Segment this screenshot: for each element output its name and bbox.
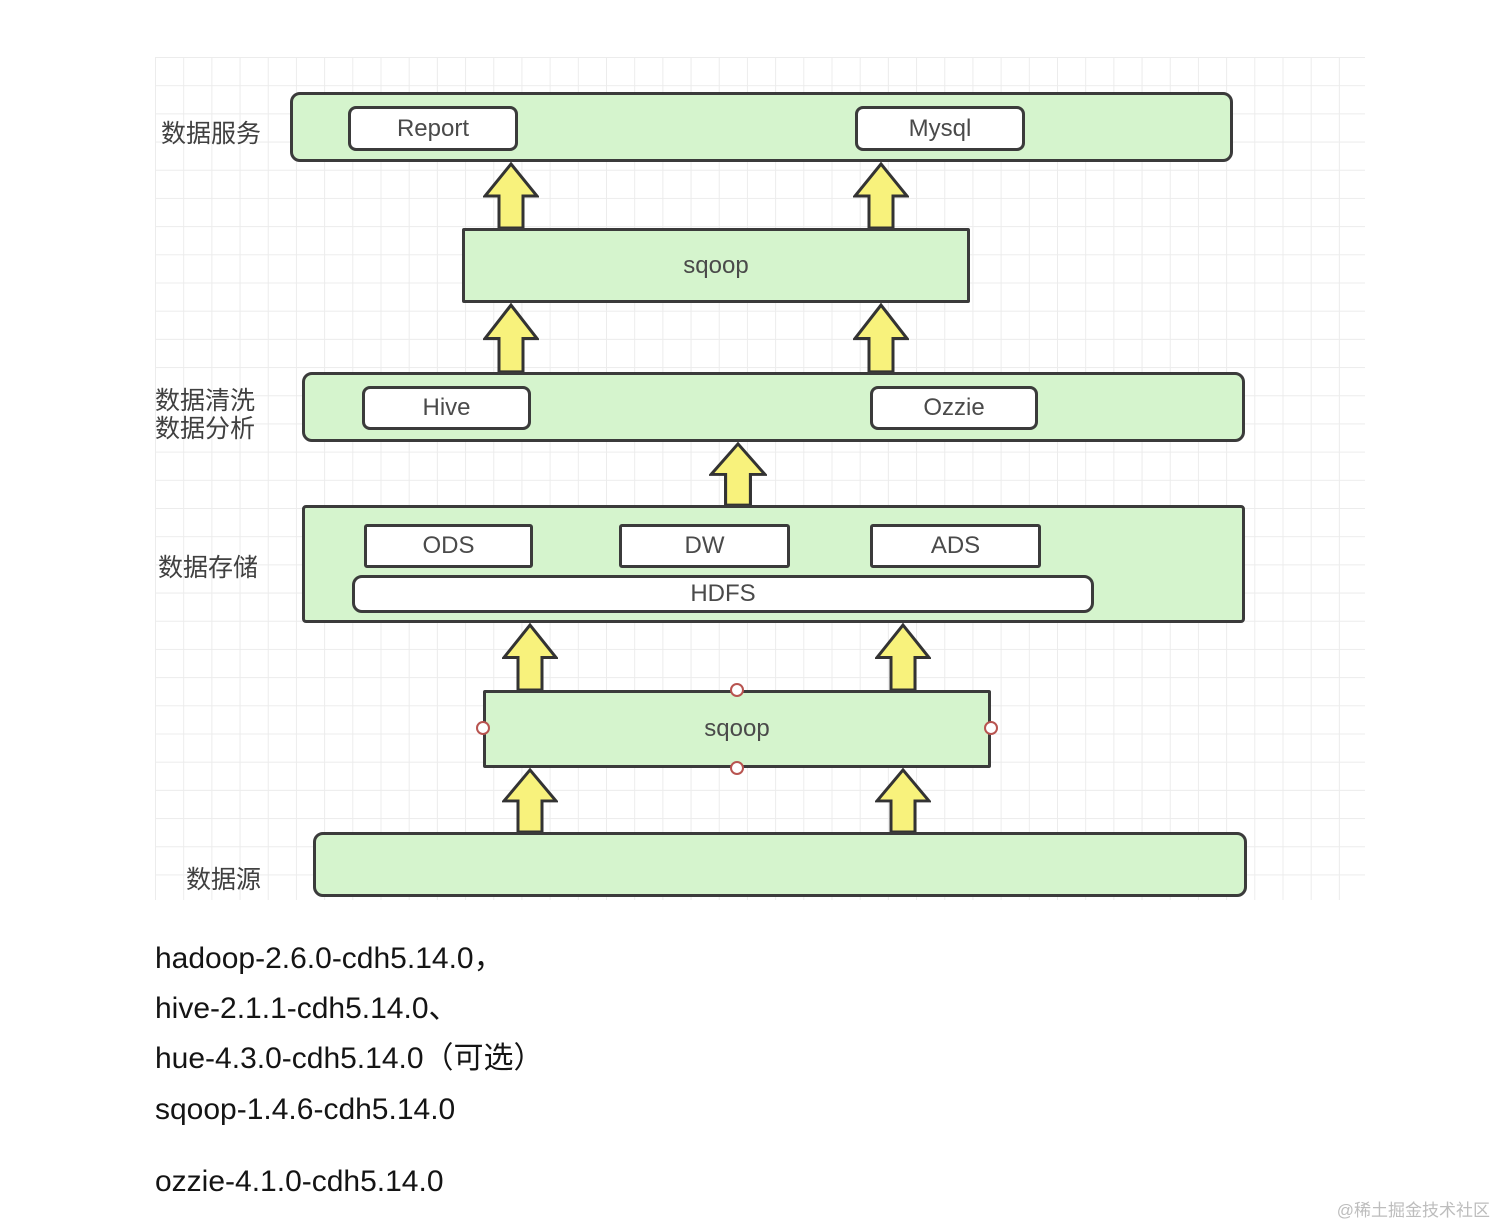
up-arrow-icon	[483, 303, 539, 372]
up-arrow-icon	[502, 623, 558, 690]
node-ozzie: Ozzie	[870, 386, 1038, 430]
note-hue-version: hue-4.3.0-cdh5.14.0（可选）	[155, 1042, 544, 1075]
connection-handle-bottom	[730, 761, 744, 775]
node-sqoop-lower: sqoop	[483, 690, 991, 768]
up-arrow-icon	[853, 162, 909, 228]
layer-label-service: 数据服务	[161, 120, 262, 148]
note-hive-version: hive-2.1.1-cdh5.14.0、	[155, 992, 459, 1025]
up-arrow-icon	[502, 768, 558, 832]
source-layer-bar	[313, 832, 1247, 897]
watermark: @稀土掘金技术社区	[1336, 1201, 1490, 1220]
node-hive: Hive	[362, 386, 531, 430]
note-ozzie-version: ozzie-4.1.0-cdh5.14.0	[155, 1165, 444, 1198]
connection-handle-left	[476, 721, 490, 735]
up-arrow-icon	[875, 623, 931, 690]
node-dw: DW	[619, 524, 790, 568]
node-report: Report	[348, 106, 518, 151]
clean-layer-bar	[302, 372, 1245, 442]
note-hadoop-version: hadoop-2.6.0-cdh5.14.0，	[155, 942, 504, 975]
up-arrow-icon	[875, 768, 931, 832]
node-ods: ODS	[364, 524, 533, 568]
up-arrow-icon	[853, 303, 909, 372]
connection-handle-right	[984, 721, 998, 735]
node-hdfs: HDFS	[352, 575, 1094, 613]
layer-label-clean-line2: 数据分析	[155, 415, 256, 443]
layer-label-source: 数据源	[186, 866, 262, 894]
up-arrow-icon	[709, 442, 767, 505]
layer-label-clean-line1: 数据清洗	[155, 387, 256, 415]
node-mysql: Mysql	[855, 106, 1025, 151]
up-arrow-icon	[483, 162, 539, 228]
note-sqoop-version: sqoop-1.4.6-cdh5.14.0	[155, 1093, 456, 1126]
node-sqoop-upper: sqoop	[462, 228, 970, 303]
connection-handle-top	[730, 683, 744, 697]
node-ads: ADS	[870, 524, 1041, 568]
layer-label-storage: 数据存储	[158, 554, 259, 582]
